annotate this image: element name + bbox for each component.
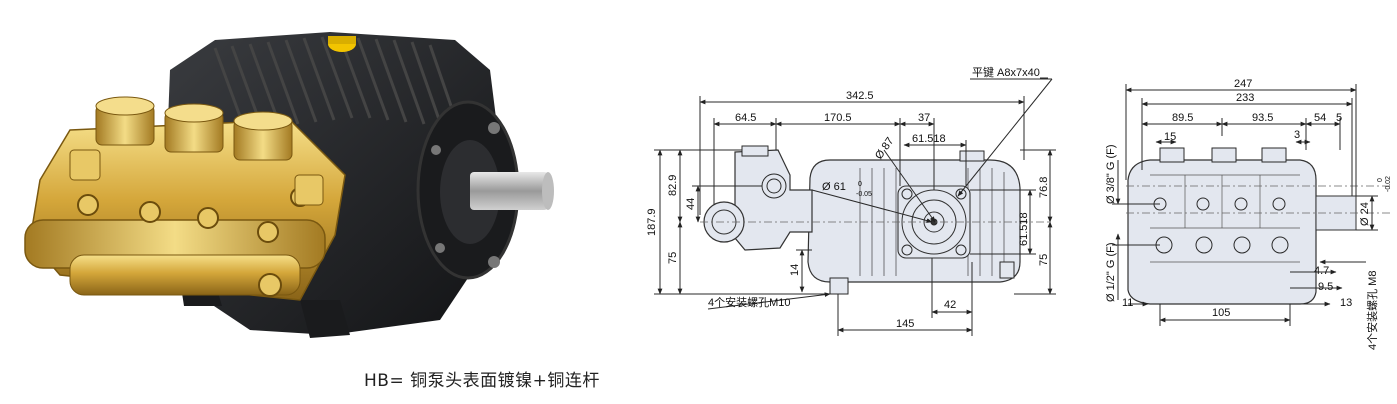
dim-11: 11 <box>1122 297 1133 309</box>
dim-61-tol: 0 <box>858 181 862 188</box>
dim-37: 37 <box>918 112 930 124</box>
dim-93-5: 93.5 <box>1252 112 1273 124</box>
side-view-labels: 平键 A8x7x40 342.5 64.5 170.5 37 61.518 Ø … <box>646 65 1050 330</box>
dim-54: 54 <box>1314 112 1326 124</box>
dim-outlet: Ø 1/2" G (F) <box>1105 242 1117 302</box>
end-view-labels: 247 233 89.5 93.5 54 5 15 3 Ø 3/8" G (F)… <box>1105 78 1392 350</box>
end-body <box>1127 159 1317 305</box>
dim-42: 42 <box>944 299 956 311</box>
dim-145: 145 <box>896 318 914 330</box>
dim-170-5: 170.5 <box>824 112 852 124</box>
dim-61-tol2: -0.05 <box>856 191 872 198</box>
dim-61-518-right: 61.518 <box>1018 212 1030 246</box>
dim-24: Ø 24 <box>1359 202 1371 226</box>
mount-label-m10: 4个安装螺孔M10 <box>708 295 791 309</box>
dim-87: Ø 87 <box>873 135 897 161</box>
side-view-drawing <box>654 77 1056 336</box>
pump-photo <box>24 32 554 338</box>
dim-5: 5 <box>1336 112 1342 124</box>
dim-342-5: 342.5 <box>846 90 874 102</box>
key-label: 平键 A8x7x40 <box>972 65 1040 79</box>
dim-24-tol2: -0.02 <box>1385 176 1392 192</box>
dim-13: 13 <box>1340 297 1352 309</box>
mount-label-m8: 4个安装螺孔 M8 <box>1365 271 1379 350</box>
product-caption: HB= 铜泵头表面镀镍+铜连杆 <box>364 371 600 391</box>
dim-75-right: 75 <box>1038 254 1050 266</box>
dim-233: 233 <box>1236 92 1254 104</box>
dim-24-tol: 0 <box>1377 178 1384 182</box>
dim-75-left: 75 <box>667 252 679 264</box>
dim-187-9: 187.9 <box>646 208 658 236</box>
side-manifold <box>734 149 813 251</box>
dim-64-5: 64.5 <box>735 112 756 124</box>
dim-4-7: 4.7 <box>1314 265 1329 277</box>
dim-247: 247 <box>1234 78 1252 90</box>
end-view-drawing <box>1112 84 1390 326</box>
dim-9-5: 9.5 <box>1318 281 1333 293</box>
dim-76-8: 76.8 <box>1038 177 1050 198</box>
dim-61-518-top: 61.518 <box>912 133 946 145</box>
dim-89-5: 89.5 <box>1172 112 1193 124</box>
dim-15: 15 <box>1164 131 1176 143</box>
dim-105: 105 <box>1212 307 1230 319</box>
dim-82-9: 82.9 <box>667 175 679 196</box>
dim-61: Ø 61 <box>822 181 846 193</box>
dim-44: 44 <box>685 198 697 210</box>
valve-caps <box>95 96 293 161</box>
dim-3: 3 <box>1294 129 1300 141</box>
dim-inlet: Ø 3/8" G (F) <box>1105 144 1117 204</box>
dim-14: 14 <box>789 264 801 276</box>
